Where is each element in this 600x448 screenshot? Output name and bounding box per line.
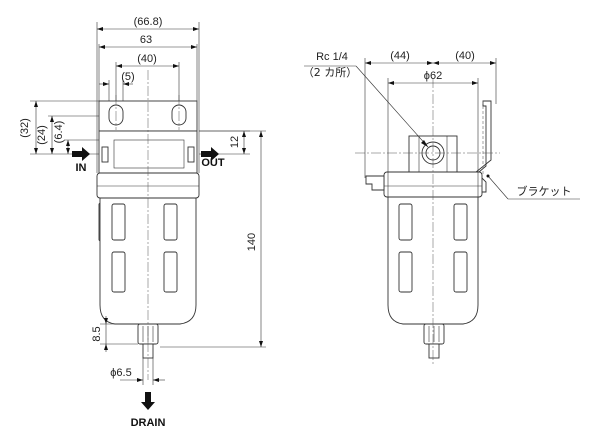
port-in bbox=[101, 146, 109, 163]
side-window-lower-left bbox=[398, 251, 413, 293]
in-label: IN bbox=[76, 162, 87, 174]
dim-140: 140 bbox=[246, 233, 258, 251]
sight-window-lower-right bbox=[163, 251, 178, 293]
port-size-label: Rc 1/4 bbox=[316, 51, 348, 63]
dim-32: (32) bbox=[19, 118, 31, 138]
port-out bbox=[187, 146, 195, 163]
out-arrow bbox=[201, 147, 219, 161]
sight-window-lower-left bbox=[111, 251, 126, 293]
side-window-upper-left bbox=[398, 203, 413, 241]
dim-44: (44) bbox=[390, 50, 410, 62]
port-count-label: （2 カ所） bbox=[303, 66, 358, 79]
drain-arrow bbox=[141, 392, 155, 410]
side-drain-nozzle bbox=[428, 343, 440, 359]
dim-66-8: (66.8) bbox=[134, 16, 163, 28]
drain-label: DRAIN bbox=[131, 417, 166, 429]
dim-24: (24) bbox=[36, 125, 48, 145]
dim-40-right: (40) bbox=[455, 50, 475, 62]
dim-phi-6-5: ϕ6.5 bbox=[110, 367, 131, 379]
side-window-upper-right bbox=[453, 203, 468, 241]
dim-6-4: (6.4) bbox=[53, 121, 65, 144]
bracket-label: ブラケット bbox=[517, 184, 572, 198]
dim-40-top: (40) bbox=[137, 53, 157, 65]
dim-8-5: 8.5 bbox=[91, 326, 103, 341]
head-inner bbox=[113, 139, 185, 169]
dim-63: 63 bbox=[140, 34, 152, 46]
sight-window-upper-left bbox=[111, 203, 126, 241]
front-dimensions: (66.8) 63 (40) (5) (32) (24) bbox=[19, 16, 266, 429]
out-label: OUT bbox=[201, 157, 225, 169]
front-view bbox=[96, 70, 200, 380]
in-arrow bbox=[72, 147, 90, 161]
side-window-lower-right bbox=[453, 251, 468, 293]
bracket-clip bbox=[365, 175, 385, 191]
dim-phi-62: ϕ62 bbox=[424, 70, 442, 82]
dim-5: (5) bbox=[121, 71, 134, 83]
sight-window-upper-right bbox=[163, 203, 178, 241]
side-dimensions: (44) (40) ϕ62 Rc 1/4 （2 カ所） ブラケット bbox=[303, 50, 580, 200]
side-view bbox=[355, 78, 500, 365]
dim-12: 12 bbox=[229, 136, 241, 148]
